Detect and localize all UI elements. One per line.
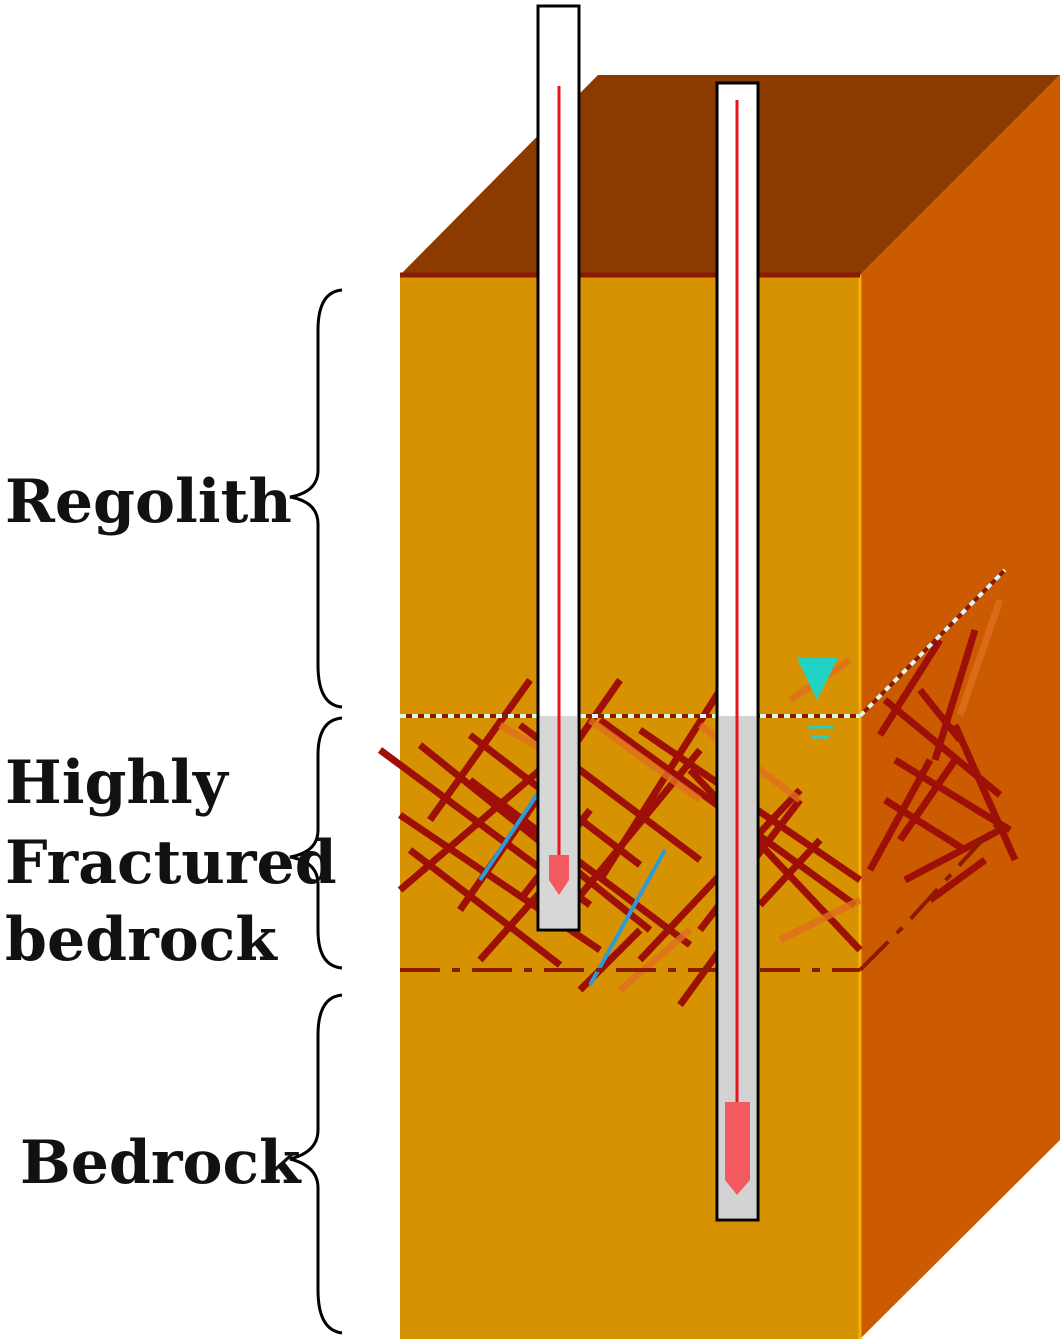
- fracture-line: [951, 723, 1019, 862]
- fracture-line: [587, 717, 703, 803]
- fracture-line: [897, 758, 958, 842]
- fracture-line: [931, 628, 979, 762]
- fracture-line: [407, 847, 563, 968]
- regolith-label: Regolith: [5, 467, 292, 537]
- fracture-line: [577, 927, 643, 993]
- bedrock-brace: [289, 993, 343, 1335]
- fracture-line: [617, 927, 693, 993]
- fracture-line: [917, 687, 963, 743]
- fractured-zone-bottom-side-boundary: [858, 813, 1007, 972]
- bedrock-zone-label: bedrock: [5, 905, 278, 975]
- regolith-brace: [289, 288, 343, 709]
- fracture-line: [778, 896, 862, 944]
- fracture-line: [927, 857, 988, 903]
- fracture-line: [757, 837, 823, 908]
- bedrock-label: Bedrock: [20, 1128, 302, 1198]
- fractured-label: Fractured: [5, 828, 337, 898]
- fracture-line: [597, 688, 723, 882]
- shallow-well: [536, 4, 581, 932]
- water-table-icon: [797, 658, 838, 700]
- fracture-line: [427, 677, 533, 823]
- fracture-line: [877, 638, 943, 737]
- down-arrow-icon: [549, 855, 569, 895]
- deep-well: [715, 81, 760, 1222]
- fractured-bedrock-brace: [289, 716, 343, 970]
- fracture-line: [956, 598, 1004, 717]
- fracture-line: [677, 947, 723, 1008]
- fracture-line: [866, 758, 934, 872]
- fracture-line: [893, 757, 1012, 833]
- down-arrow-icon: [725, 1102, 750, 1195]
- fracture-line: [883, 797, 967, 853]
- water-fracture-line: [588, 849, 667, 986]
- water-table-side-line: [858, 568, 1007, 718]
- highly-label: Highly: [5, 748, 230, 818]
- fracture-line: [397, 767, 543, 893]
